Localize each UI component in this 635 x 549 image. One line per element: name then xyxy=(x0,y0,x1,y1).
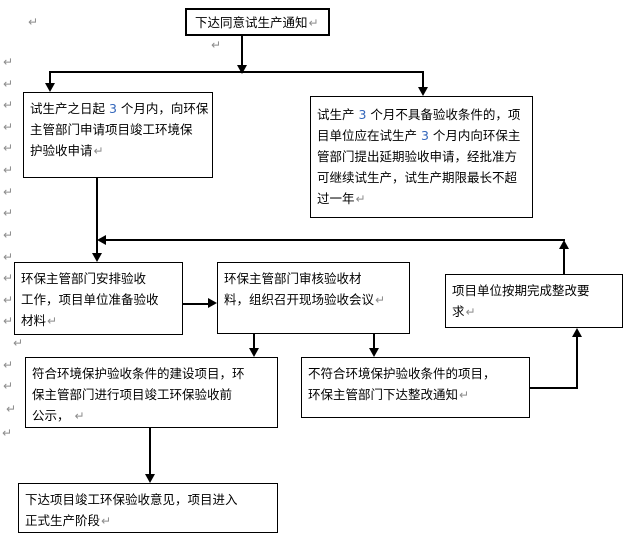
line-break-mark: ↵ xyxy=(465,305,476,319)
line-break-mark: ↵ xyxy=(3,250,14,264)
node-text: 环保主管部门安排验收 工作，项目单位准备验收 材料 xyxy=(21,271,159,328)
connector-branch-to-extend xyxy=(422,71,424,88)
line-break-mark: ↵ xyxy=(3,271,14,285)
line-break-mark: ↵ xyxy=(355,192,366,206)
line-break-mark: ↵ xyxy=(3,293,14,307)
flow-node-review-materials-site-meeting[interactable]: 环保主管部门审核验收材 料，组织召开现场验收会议↵ xyxy=(217,262,410,334)
arrowhead-down-into-pass xyxy=(249,348,259,357)
flow-node-issue-acceptance-opinion-formal-production[interactable]: 下达项目竣工环保验收意见，项目进入 正式生产阶段↵ xyxy=(18,483,278,533)
arrowhead-down-into-final xyxy=(145,474,155,483)
connector-arrange-to-review xyxy=(183,303,209,305)
connector-notice-to-branch xyxy=(241,36,243,66)
line-break-mark: ↵ xyxy=(6,402,17,416)
line-break-mark: ↵ xyxy=(93,144,104,158)
connector-rectify-to-feedback xyxy=(563,248,565,274)
line-break-mark: ↵ xyxy=(459,388,470,402)
arrowhead-down-into-fail xyxy=(369,348,379,357)
line-break-mark: ↵ xyxy=(375,293,386,307)
line-break-mark: ↵ xyxy=(3,98,14,112)
flow-node-extension-application[interactable]: 试生产 3 个月不具备验收条件的，项 目单位应在试生产 3 个月内向环保主 管部… xyxy=(310,96,533,218)
arrowhead-down-into-apply xyxy=(45,83,55,92)
line-break-mark: ↵ xyxy=(101,514,112,528)
node-text: 环保主管部门审核验收材 料，组织召开现场验收会议 xyxy=(224,271,375,307)
line-break-mark: ↵ xyxy=(3,77,14,91)
connector-feedback-horizontal xyxy=(105,239,565,241)
arrowhead-up-into-rectify xyxy=(572,328,582,337)
line-break-mark: ↵ xyxy=(13,336,24,350)
line-break-mark: ↵ xyxy=(3,228,14,242)
line-break-mark: ↵ xyxy=(3,358,14,372)
line-break-mark: ↵ xyxy=(28,15,39,29)
arrowhead-down-into-extend xyxy=(418,87,428,96)
flow-node-issue-trial-production-notice[interactable]: 下达同意试生产通知↵ xyxy=(185,8,330,36)
line-break-mark: ↵ xyxy=(3,163,14,177)
flow-node-arrange-acceptance-work[interactable]: 环保主管部门安排验收 工作，项目单位准备验收 材料↵ xyxy=(14,262,183,335)
arrowhead-right-into-review xyxy=(208,298,217,308)
connector-branch-horizontal xyxy=(50,71,424,73)
node-text: 不符合环境保护验收条件的项目， 环保主管部门下达整改通知 xyxy=(308,366,496,402)
line-break-mark: ↵ xyxy=(3,55,14,69)
line-break-mark: ↵ xyxy=(3,314,14,328)
node-text: 下达项目竣工环保验收意见，项目进入 正式生产阶段 xyxy=(25,492,238,528)
arrowhead-down-into-arrange xyxy=(92,253,102,262)
node-text: 试生产之日起 3 个月内，向环保 主管部门申请项目竣工环境保 护验收申请 xyxy=(30,101,209,158)
line-break-mark: ↵ xyxy=(3,141,14,155)
line-break-mark: ↵ xyxy=(3,206,14,220)
line-break-mark: ↵ xyxy=(3,379,14,393)
line-break-mark: ↵ xyxy=(211,38,222,52)
connector-review-to-pass xyxy=(253,334,255,349)
flow-node-apply-acceptance-within-3-months[interactable]: 试生产之日起 3 个月内，向环保 主管部门申请项目竣工环境保 护验收申请↵ xyxy=(23,92,213,178)
line-break-mark: ↵ xyxy=(74,409,85,423)
node-text: 符合环境保护验收条件的建设项目，环 保主管部门进行项目竣工环保验收前 公示， xyxy=(32,366,245,423)
arrowhead-left-feedback xyxy=(97,235,106,245)
connector-fail-to-rectify xyxy=(576,336,578,389)
line-break-mark: ↵ xyxy=(3,120,14,134)
node-text: 下达同意试生产通知 xyxy=(195,15,308,30)
line-break-mark: ↵ xyxy=(2,426,13,440)
line-break-mark: ↵ xyxy=(47,314,58,328)
flow-node-meets-conditions-publicity[interactable]: 符合环境保护验收条件的建设项目，环 保主管部门进行项目竣工环保验收前 公示， ↵ xyxy=(25,357,278,428)
connector-fail-horizontal xyxy=(530,387,578,389)
connector-review-to-fail xyxy=(373,334,375,349)
node-text: 项目单位按期完成整改要 求 xyxy=(452,283,590,319)
arrowhead-up-feedback-junction xyxy=(559,240,569,249)
connector-apply-to-arrange xyxy=(96,178,98,254)
node-text: 试生产 3 个月不具备验收条件的，项 目单位应在试生产 3 个月内向环保主 管部… xyxy=(317,107,521,206)
line-break-mark: ↵ xyxy=(308,16,319,30)
flow-node-complete-rectification[interactable]: 项目单位按期完成整改要 求↵ xyxy=(445,274,623,328)
connector-branch-to-apply xyxy=(49,71,51,84)
arrowhead-down-branch-junction xyxy=(237,65,247,74)
flow-node-fails-conditions-rectification-notice[interactable]: 不符合环境保护验收条件的项目， 环保主管部门下达整改通知↵ xyxy=(301,357,530,418)
line-break-mark: ↵ xyxy=(3,185,14,199)
connector-pass-to-final xyxy=(149,428,151,475)
